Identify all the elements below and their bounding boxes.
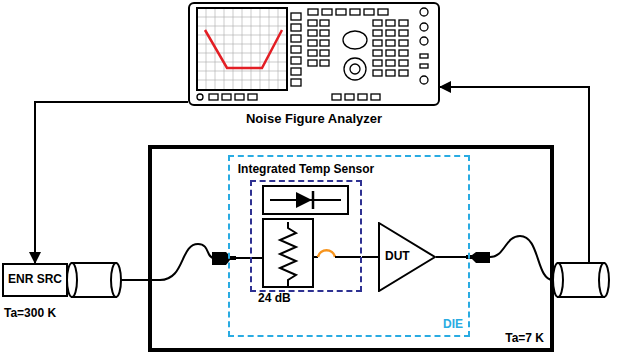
temperature-label: Ta=300 K — [4, 307, 56, 321]
input-wire — [236, 257, 250, 259]
instrument-box: Noise Figure Analyzer — [188, 2, 440, 106]
cable-connector — [440, 87, 589, 262]
instrument-label: Noise Figure Analyzer — [246, 112, 382, 127]
output-cable — [436, 236, 553, 280]
cable-connector — [362, 256, 378, 258]
amplifier-triangle: DUT — [378, 222, 436, 292]
die-label: DIE — [443, 318, 463, 332]
analyzer-buttons — [197, 8, 428, 100]
die-box: DIE Integrated Temp SensorDUT — [228, 155, 470, 337]
probe-connector — [212, 252, 490, 265]
cryostat-box: Ta=7 K DIE Integrated Temp SensorDUT — [148, 145, 554, 352]
sensor-box: Integrated Temp Sensor — [250, 180, 362, 292]
analyzer-screen — [197, 8, 287, 90]
cable-connector — [35, 102, 188, 263]
diode-symbol — [263, 186, 348, 214]
amplifier-label: DUT — [385, 250, 410, 264]
source-label: ENR SRC — [8, 273, 62, 287]
attenuation-value: 24 dB — [258, 292, 291, 306]
sensor-title: Integrated Temp Sensor — [238, 163, 374, 177]
resistor-symbol — [251, 219, 361, 287]
source-box: ENR SRCTa=300 K — [2, 263, 68, 297]
temperature-label: Ta=7 K — [505, 332, 544, 346]
